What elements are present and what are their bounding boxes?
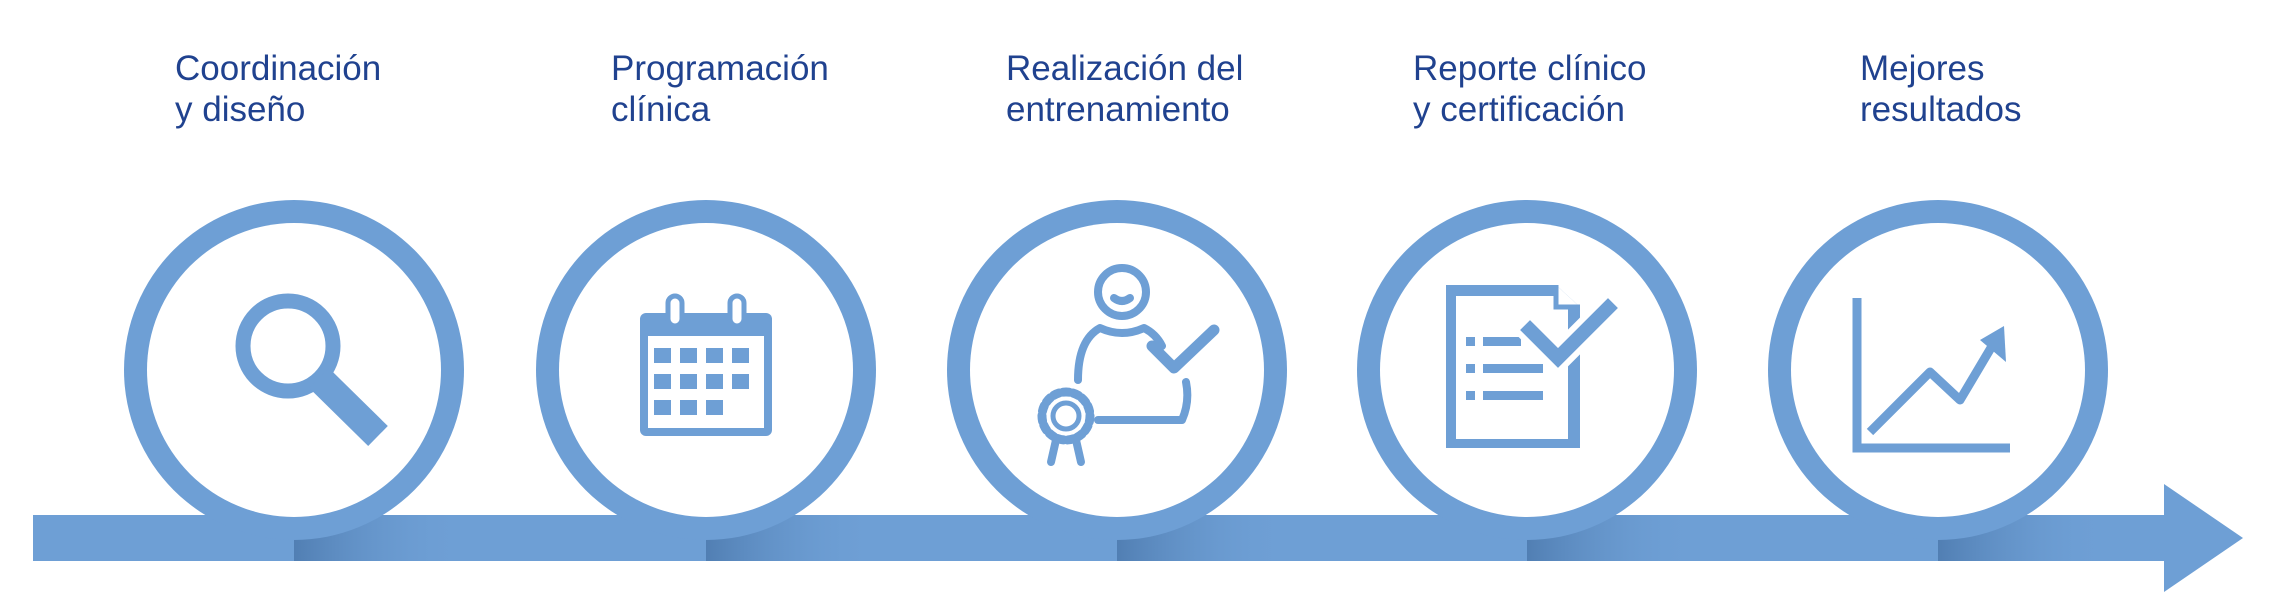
checked-report-icon [1446,285,1627,448]
step-label-1: Coordinación y diseño [175,48,381,130]
step-5 [1768,200,2108,561]
step-label-2-line-1: Programación [611,49,829,88]
growth-chart-icon [1852,298,2010,453]
step-label-1-line-1: Coordinación [175,49,382,88]
step-label-3-line-2: entrenamiento [1006,90,1230,129]
step-label-4-line-2: y certificación [1413,90,1626,129]
step-label-4-line-1: Reporte clínico [1413,49,1647,88]
step-label-2-line-2: clínica [611,90,711,129]
step-3 [947,200,1287,561]
step-label-5: Mejores resultados [1860,48,2021,130]
calendar-icon [640,293,772,436]
step-1 [124,200,464,561]
step-label-2: Programación clínica [611,48,829,130]
step-ring-inner [147,223,441,517]
step-ring-inner [1791,223,2085,517]
step-label-5-line-2: resultados [1860,90,2022,129]
step-label-3: Realización del entrenamiento [1006,48,1243,130]
search-icon [235,293,388,446]
step-label-4: Reporte clínico y certificación [1413,48,1646,130]
trainer-certificate-icon [1037,264,1220,466]
step-4 [1357,200,1697,561]
arrow-head [2164,484,2243,592]
step-label-3-line-1: Realización del [1006,49,1244,88]
step-ring-inner [970,223,1264,517]
step-label-5-line-1: Mejores [1860,49,1985,88]
step-label-1-line-2: y diseño [175,90,306,129]
step-2 [536,200,876,561]
